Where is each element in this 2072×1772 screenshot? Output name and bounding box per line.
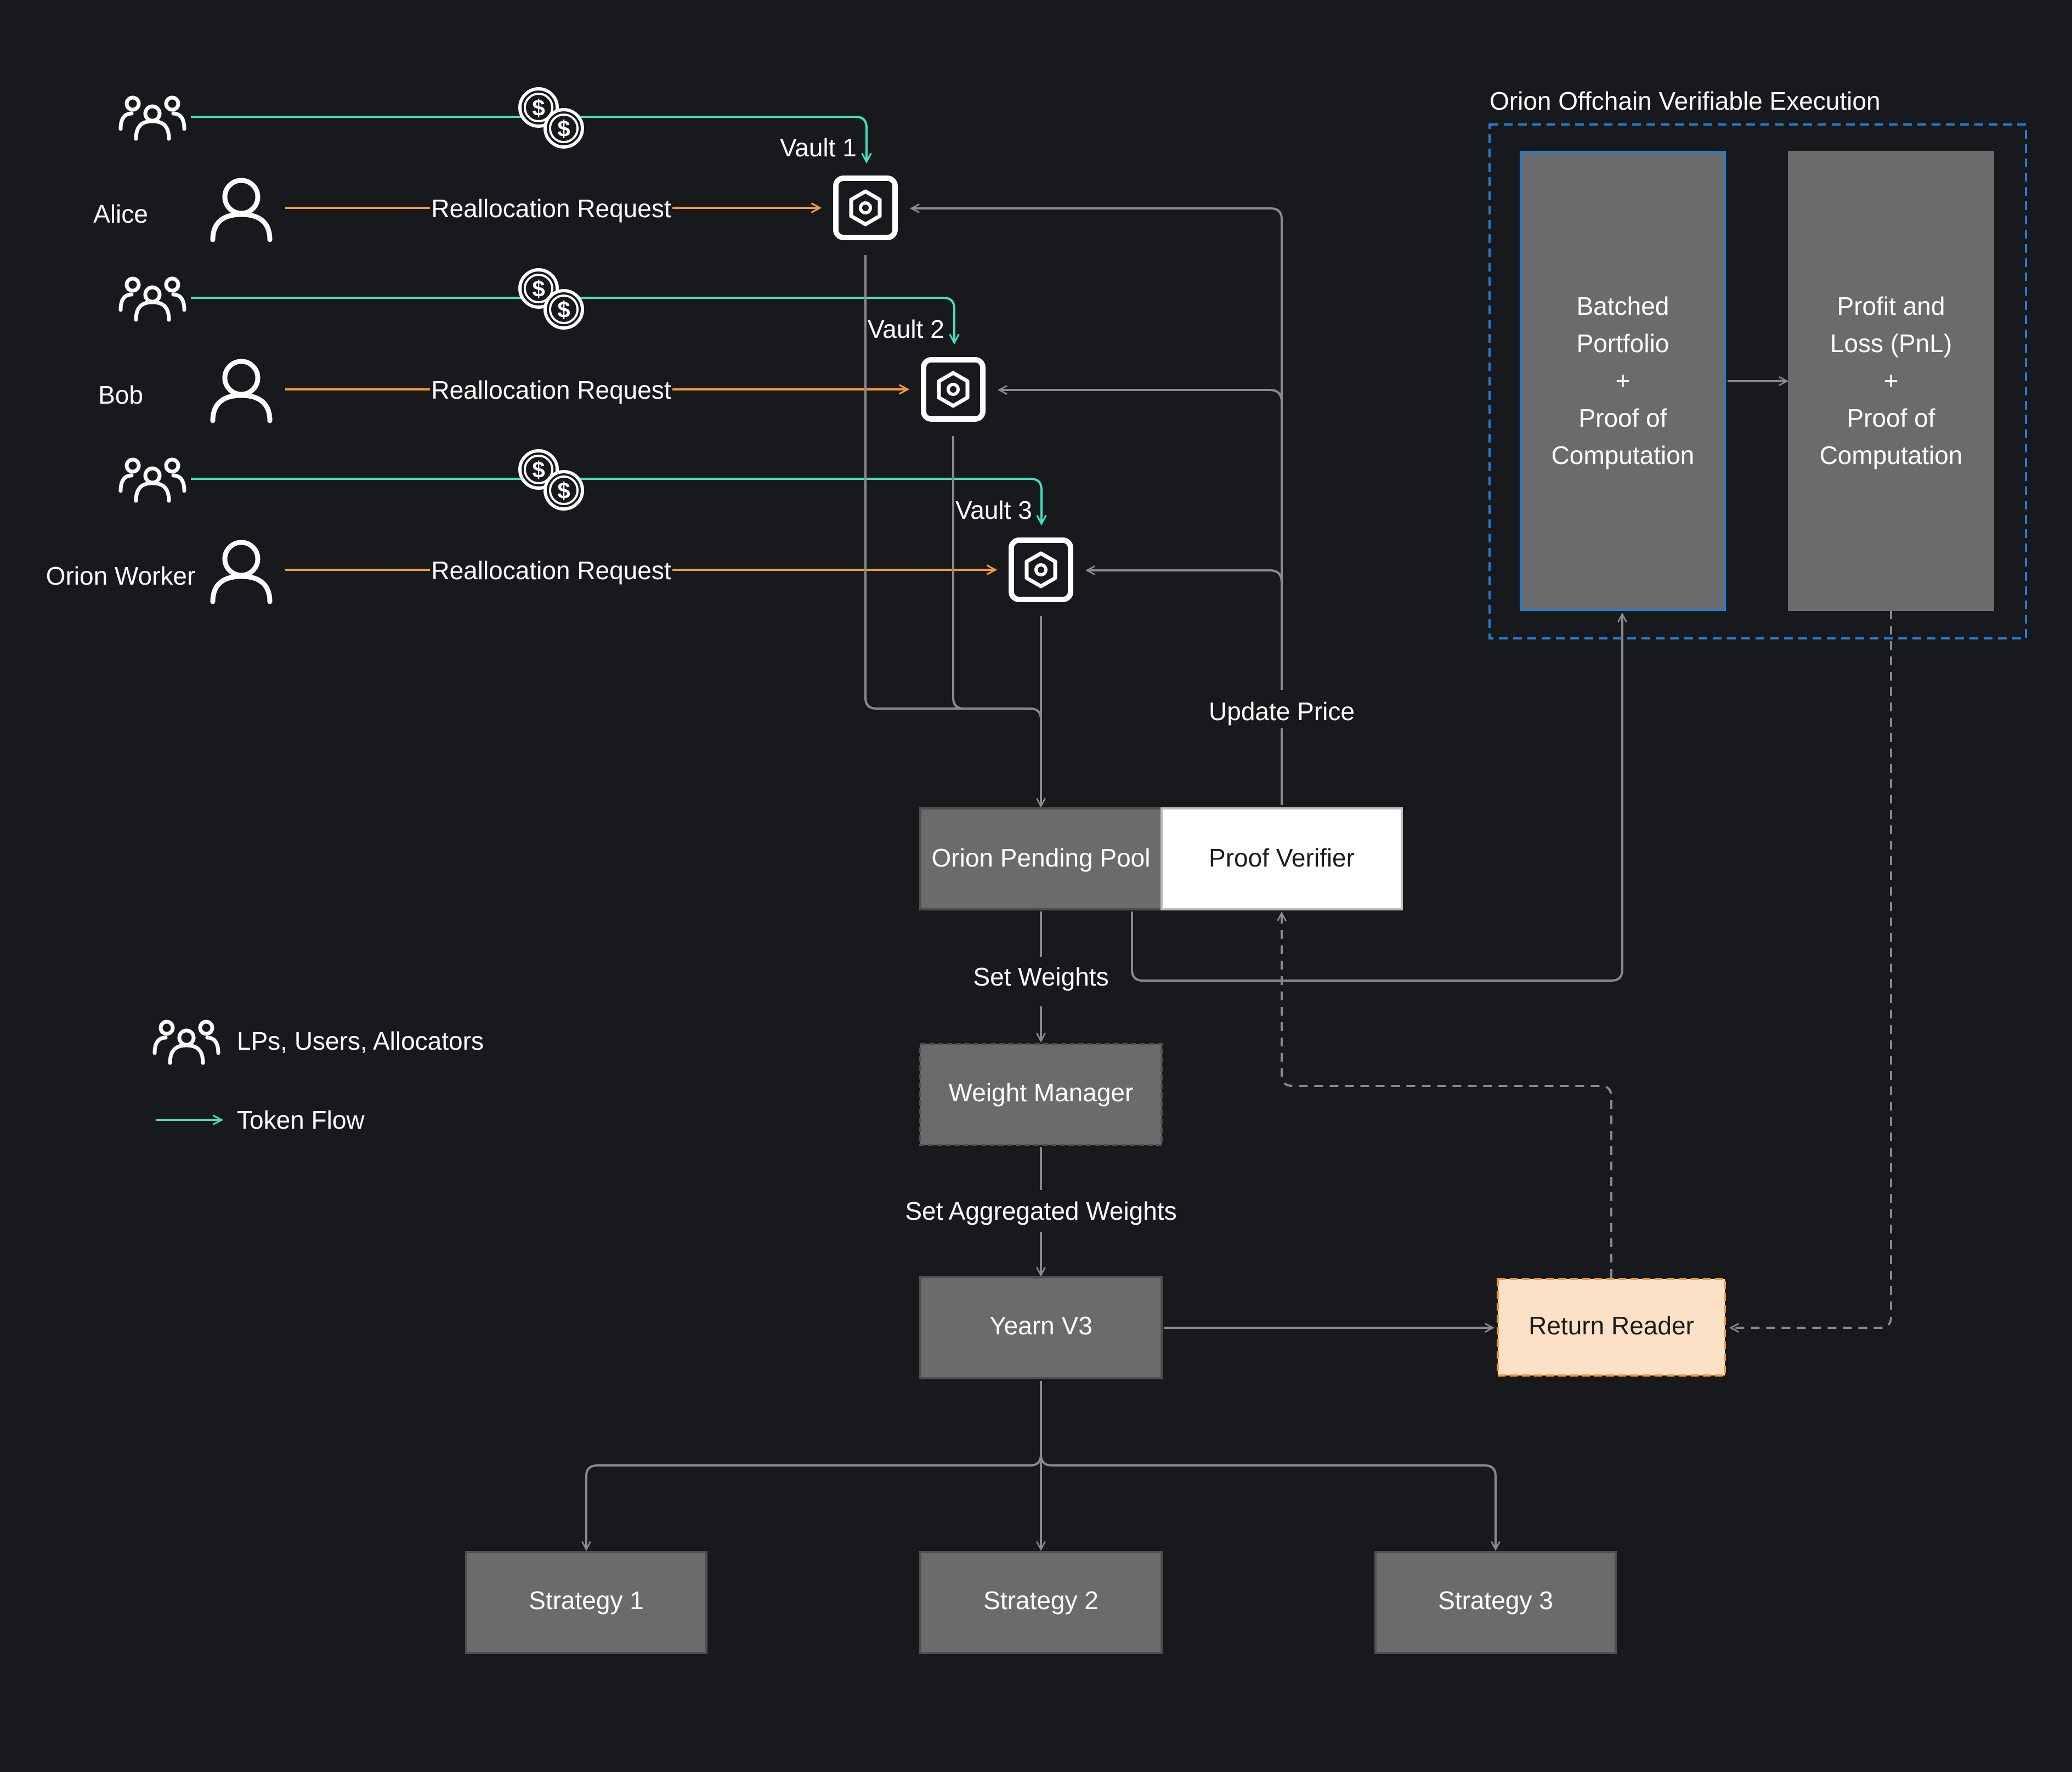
pnl-line: Profit and <box>1837 292 1945 320</box>
person-icon <box>213 361 270 421</box>
group-icon <box>121 279 184 320</box>
person-icon <box>213 180 270 240</box>
group-icon <box>121 98 184 139</box>
strategy-box[interactable] <box>919 1551 1163 1654</box>
request-label: Reallocation Request <box>431 376 671 404</box>
pnl-to-return-reader <box>1729 610 1892 1333</box>
vaults: Vault 1 Vault 2 Vault 3 <box>780 133 1071 599</box>
vault-icon[interactable] <box>836 178 895 237</box>
request-label: Reallocation Request <box>431 194 671 223</box>
batched-line: + <box>1616 366 1631 395</box>
pnl-line: + <box>1884 366 1899 395</box>
actor-name: Orion Worker <box>46 562 196 590</box>
legend: LPs, Users, Allocators Token Flow <box>155 1022 484 1134</box>
vault-label: Vault 1 <box>780 133 857 162</box>
offchain-title: Orion Offchain Verifiable Execution <box>1490 87 1881 115</box>
strategies: Strategy 1 Strategy 2 Strategy 3 <box>465 1551 1617 1654</box>
request-labels: Reallocation Request Reallocation Reques… <box>430 191 672 586</box>
proof-verifier-label: Proof Verifier <box>1209 843 1355 872</box>
pnl-box[interactable] <box>1788 151 1994 611</box>
coins-icon <box>520 451 582 509</box>
weight-manager-label: Weight Manager <box>949 1078 1134 1107</box>
set-aggregated-weights-label: Set Aggregated Weights <box>905 1197 1176 1225</box>
token-flow-arrow-3 <box>191 478 1047 526</box>
coins-icon <box>520 89 582 147</box>
actor-name: Alice <box>93 200 148 228</box>
vault-icon[interactable] <box>924 360 983 419</box>
strategy-label: Strategy 2 <box>983 1586 1099 1615</box>
vault1-to-pool <box>864 255 1042 720</box>
token-flow-arrow-1 <box>191 116 872 164</box>
actors: Alice Bob Orion Worker <box>46 98 270 602</box>
yearn-box[interactable] <box>919 1276 1163 1379</box>
pnl-line: Proof of <box>1847 404 1935 432</box>
offchain-section: Orion Offchain Verifiable Execution Batc… <box>1488 87 2027 639</box>
legend-group-label: LPs, Users, Allocators <box>237 1027 484 1055</box>
strategy-label: Strategy 1 <box>529 1586 644 1615</box>
group-icon <box>155 1022 218 1063</box>
pool-to-batched-portfolio <box>1131 612 1627 982</box>
batched-line: Portfolio <box>1577 329 1669 358</box>
strategy-box[interactable] <box>465 1551 707 1654</box>
set-weights-label: Set Weights <box>973 963 1108 991</box>
legend-token-flow-label: Token Flow <box>237 1106 365 1134</box>
yearn-to-strategy-1 <box>581 1454 1042 1552</box>
return-reader-box[interactable] <box>1497 1278 1726 1377</box>
strategy-label: Strategy 3 <box>1438 1586 1553 1615</box>
pool-verifier: Orion Pending Pool Proof Verifier <box>919 807 1403 910</box>
coins <box>520 89 582 509</box>
pnl-line: Loss (PnL) <box>1830 329 1952 358</box>
update-price-line <box>909 203 1283 805</box>
update-price-label: Update Price <box>1209 697 1355 726</box>
strategy-box[interactable] <box>1374 1551 1617 1654</box>
group-icon <box>121 460 184 501</box>
vault-icon[interactable] <box>1011 540 1071 599</box>
pnl-line: Computation <box>1820 441 1963 469</box>
token-flow-arrow-2 <box>191 297 960 345</box>
yearn-label: Yearn V3 <box>989 1311 1092 1340</box>
pending-pool-box[interactable] <box>919 807 1163 910</box>
batched-line: Proof of <box>1578 404 1667 432</box>
batched-portfolio-box[interactable] <box>1520 151 1726 611</box>
vault-label: Vault 2 <box>868 315 944 343</box>
offchain-container <box>1488 123 2027 639</box>
update-price-branch-3 <box>1085 565 1283 583</box>
update-price-branch-2 <box>997 385 1283 403</box>
vault-label: Vault 3 <box>955 496 1032 524</box>
person-icon <box>213 542 270 602</box>
weight-manager-box[interactable] <box>919 1043 1163 1146</box>
return-reader-to-proof-verifier <box>1277 911 1612 1278</box>
actor-name: Bob <box>98 381 143 409</box>
batched-line: Batched <box>1577 292 1669 320</box>
yearn-to-strategy-3 <box>1040 1454 1501 1552</box>
proof-verifier-box[interactable] <box>1160 807 1403 910</box>
request-label: Reallocation Request <box>431 556 671 585</box>
vault2-to-pool <box>952 436 965 710</box>
return-reader-label: Return Reader <box>1528 1311 1694 1340</box>
pending-pool-label: Orion Pending Pool <box>932 843 1151 872</box>
batched-line: Computation <box>1552 441 1695 469</box>
coins-icon <box>520 270 582 328</box>
